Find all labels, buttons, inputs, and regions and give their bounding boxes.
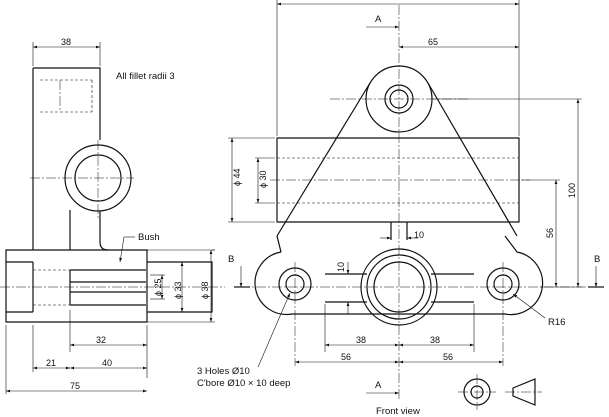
dim-38-left: 38 — [356, 335, 366, 345]
dim-d33: ϕ 33 — [173, 281, 183, 299]
note-bush: Bush — [138, 232, 160, 243]
dim-38-right: 38 — [430, 335, 440, 345]
dim-65: 65 — [428, 37, 438, 47]
dim-100: 100 — [567, 183, 577, 198]
projection-symbol — [458, 374, 542, 410]
dim-d44: ϕ 44 — [232, 168, 242, 186]
caption-front-view: Front view — [376, 406, 420, 417]
dim-56-right: 56 — [443, 352, 453, 362]
dim-r16: R16 — [548, 317, 565, 328]
dim-d38: ϕ 38 — [200, 281, 210, 299]
note-fillet: All fillet radii 3 — [116, 71, 175, 82]
side-base — [5, 249, 148, 323]
dim-10-vertical: 10 — [336, 262, 346, 272]
section-a-bottom: A — [375, 380, 382, 391]
dim-56-left: 56 — [341, 352, 351, 362]
dim-d25: ϕ 25 — [153, 278, 163, 296]
section-b-right: B — [594, 254, 600, 265]
front-sleeve — [276, 137, 520, 223]
front-view: 65 A ϕ 44 ϕ 30 100 56 10 10 38 — [197, 0, 604, 417]
dim-d30: ϕ 30 — [258, 170, 268, 188]
section-b-left: B — [228, 254, 234, 265]
dim-56-vertical: 56 — [545, 228, 555, 238]
dim-38-top: 38 — [61, 37, 71, 47]
dim-21: 21 — [46, 358, 56, 368]
side-upright — [32, 67, 101, 312]
note-holes-line1: 3 Holes Ø10 — [197, 366, 250, 377]
dim-40: 40 — [102, 358, 112, 368]
note-holes-line2: C'bore Ø10 × 10 deep — [197, 378, 290, 389]
dim-10-horizontal: 10 — [414, 230, 424, 240]
section-a-top: A — [375, 14, 382, 25]
front-web-outline — [254, 82, 544, 316]
side-view: 38 32 21 40 75 ϕ 25 ϕ 33 ϕ 38 Bush — [0, 37, 225, 394]
dim-75: 75 — [70, 381, 80, 391]
dim-32: 32 — [96, 335, 106, 345]
